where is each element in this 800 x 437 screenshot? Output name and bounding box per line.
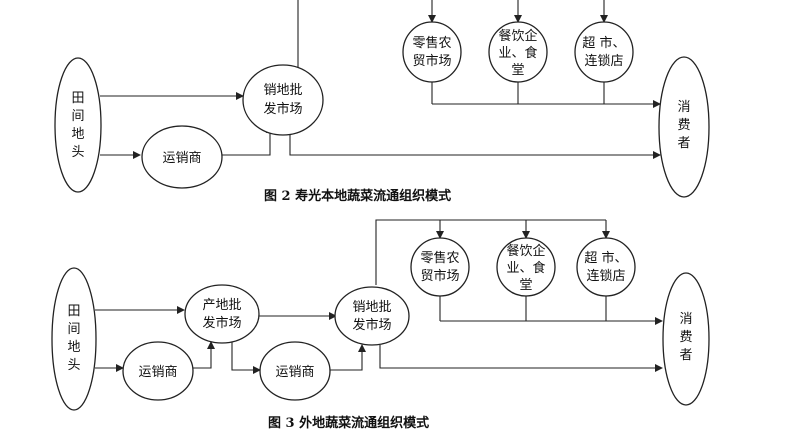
- node-farm-2: 田 间 地 头: [51, 267, 97, 411]
- node-origin-wholesale: 产地批 发市场: [184, 284, 260, 344]
- node-supermarket-2: 超 市、 连锁店: [576, 237, 636, 297]
- supermarket2-line-1: 超 市、: [584, 250, 627, 266]
- node-catering-2: 餐饮企 业、食 堂: [496, 237, 556, 297]
- node-dest-wholesale: 销地批 发市场: [242, 64, 324, 136]
- farm2-char-1: 田: [67, 304, 80, 319]
- node-retail-market-2: 零售农 贸市场: [410, 237, 470, 297]
- edge-origin-to-transporter2: [231, 337, 261, 374]
- node-supermarket: 超 市、 连锁店: [574, 21, 634, 83]
- edge-transporter2-to-wholesale: [330, 344, 366, 371]
- farm2-char-4: 头: [67, 358, 80, 373]
- node-farm: 田 间 地 头: [54, 57, 102, 193]
- transporter1-label: 运销商: [138, 365, 177, 380]
- supermarket2-line-2: 连锁店: [586, 268, 625, 284]
- farm-char-1: 田: [71, 91, 84, 106]
- node-transporter-2: 运销商: [259, 341, 331, 401]
- edge-wholesale-to-consumer-2: [379, 345, 663, 372]
- origin-line-1: 产地批: [202, 298, 241, 313]
- consumer2-char-1: 消: [679, 312, 692, 327]
- figure-caption-2: 图 2 寿光本地蔬菜流通组织模式: [264, 188, 451, 204]
- wholesale-line-1: 销地批: [263, 83, 302, 98]
- edge-transporter1-to-origin: [193, 341, 215, 369]
- farm2-char-2: 间: [67, 322, 80, 337]
- catering2-line-3: 堂: [519, 278, 532, 293]
- market-line-1: 零售农: [412, 35, 451, 51]
- edge-transporter-to-wholesale: [222, 125, 274, 156]
- market2-line-2: 贸市场: [420, 268, 459, 284]
- node-transporter-1: 运销商: [122, 341, 194, 401]
- node-transporter: 运销商: [141, 125, 223, 189]
- consumer-char-1: 消: [677, 100, 690, 115]
- node-consumer: 消 费 者: [658, 56, 710, 198]
- catering-line-3: 堂: [511, 63, 524, 78]
- edge-wholesale-up-to-retail: [375, 219, 606, 285]
- supermarket-line-2: 连锁店: [584, 53, 623, 69]
- node-retail-market: 零售农 贸市场: [402, 21, 462, 83]
- supermarket-line-1: 超 市、: [582, 35, 625, 51]
- farm2-char-3: 地: [67, 340, 80, 355]
- wholesale-line-2: 发市场: [263, 101, 302, 117]
- consumer2-char-3: 者: [679, 348, 692, 363]
- diagram-external-vegetables: 田 间 地 头 运销商 产地批 发市场 运销商 销地批 发市场 零售农 贸市场: [51, 219, 710, 431]
- wholesale2-line-1: 销地批: [352, 300, 391, 315]
- transporter2-label: 运销商: [275, 365, 314, 380]
- node-consumer-2: 消 费 者: [662, 272, 710, 406]
- consumer2-char-2: 费: [679, 330, 692, 345]
- market2-line-1: 零售农: [420, 250, 459, 266]
- consumer-char-2: 费: [677, 118, 690, 133]
- diagram-local-vegetables: 田 间 地 头 运销商 销地批 发市场 零售农 贸市场 餐饮企 业、食 堂: [54, 0, 710, 204]
- wholesale2-line-2: 发市场: [352, 317, 391, 333]
- edge-wholesale-to-consumer: [289, 135, 661, 159]
- node-catering: 餐饮企 业、食 堂: [488, 21, 548, 83]
- market-line-2: 贸市场: [412, 53, 451, 69]
- figure-caption-3: 图 3 外地蔬菜流通组织模式: [268, 415, 429, 431]
- farm-char-2: 间: [71, 109, 84, 124]
- catering2-line-1: 餐饮企: [506, 243, 545, 259]
- origin-line-2: 发市场: [202, 315, 241, 331]
- catering-line-2: 业、食: [498, 45, 537, 61]
- farm-char-3: 地: [71, 127, 84, 142]
- catering-line-1: 餐饮企: [498, 28, 537, 44]
- transporter-label: 运销商: [162, 151, 201, 166]
- node-dest-wholesale-2: 销地批 发市场: [334, 286, 410, 346]
- consumer-char-3: 者: [677, 136, 690, 151]
- farm-char-4: 头: [71, 145, 84, 160]
- catering2-line-2: 业、食: [506, 260, 545, 276]
